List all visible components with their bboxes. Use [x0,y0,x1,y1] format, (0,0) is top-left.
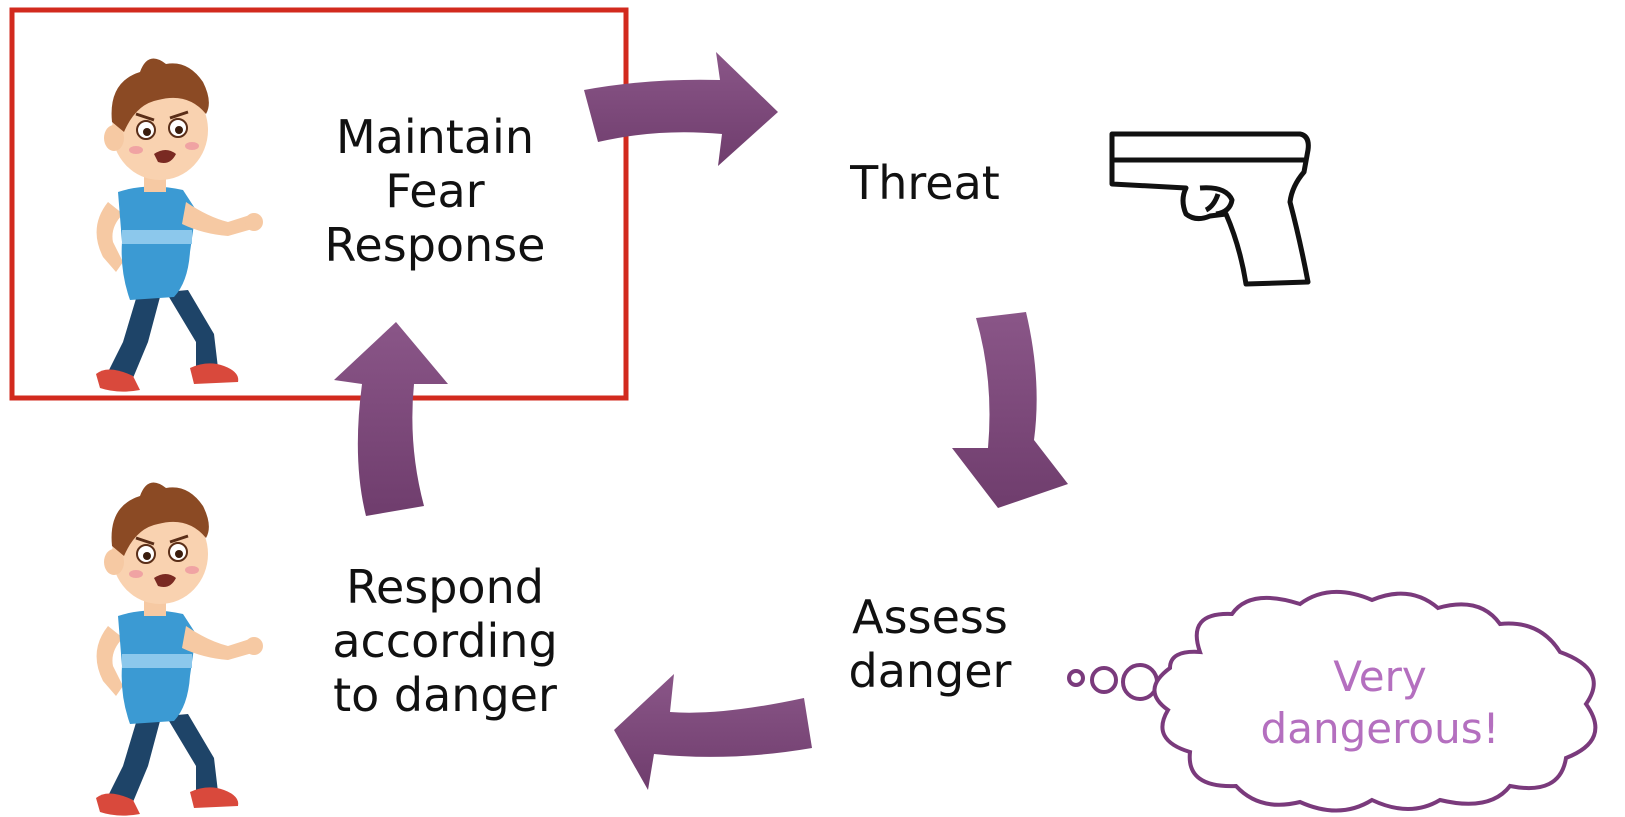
step-label-line: Assess [852,590,1008,644]
handgun-icon [1109,131,1311,287]
step-label-line: to danger [333,668,557,722]
step-label-threat: Threat [835,156,1015,210]
arrow-to-maintain [334,322,448,516]
step-label-assess-danger: Assess danger [830,590,1030,698]
arrow-to-assess [952,312,1068,508]
arrow-to-respond [614,674,812,790]
thought-line: dangerous! [1260,704,1500,753]
step-label-line: Response [324,218,546,272]
step-label-respond-according-to-danger: Respond according to danger [310,560,580,722]
thought-cloud-icon [1067,589,1598,813]
step-label-maintain-fear-response: Maintain Fear Response [305,110,565,272]
step-label-line: Fear [385,164,485,218]
step-label-line: Threat [850,156,1000,210]
step-label-line: according [332,614,558,668]
step-label-line: Respond [346,560,544,614]
step-label-line: danger [848,644,1012,698]
thought-line: Very [1333,652,1427,701]
scared-boy-icon [94,481,265,817]
thought-bubble-text: Very dangerous! [1230,651,1530,755]
highlight-box [9,7,629,401]
step-label-line: Maintain [336,110,534,164]
scared-boy-icon [94,57,265,394]
arrow-to-threat [584,52,778,166]
